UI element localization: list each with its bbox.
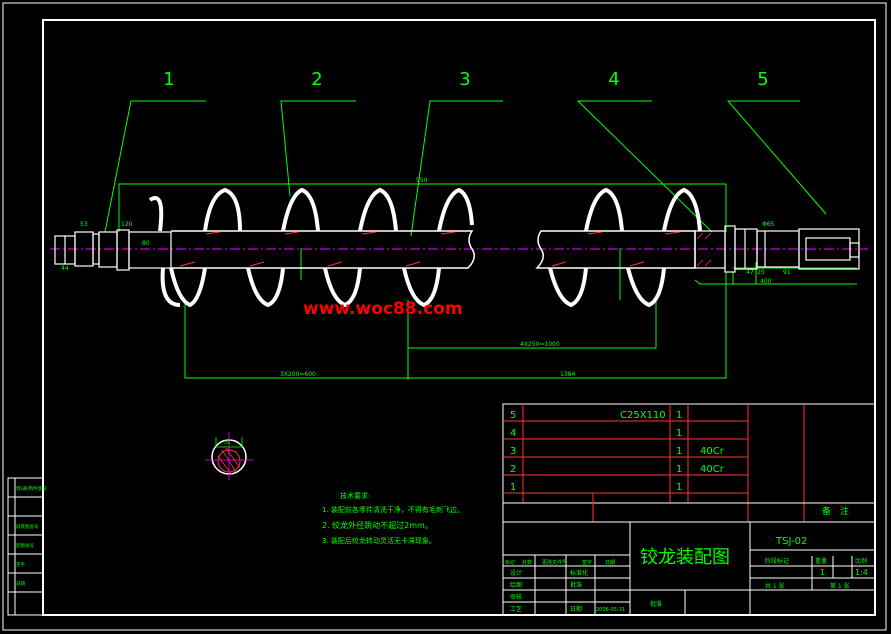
role-review: 审核 [510, 593, 522, 601]
left-strip-table [7, 477, 44, 616]
rev-col-2: 处数 [522, 559, 532, 566]
section-dim: 35 [224, 440, 230, 446]
bom-rows: 5 C25X110 1 4 1 3 1 40Cr 2 1 40Cr 1 1 备 … [510, 410, 849, 517]
role-drawing: 绘图 [510, 581, 522, 589]
role-process: 工艺 [510, 605, 522, 613]
tech-req-title: 技术要求: [340, 491, 370, 500]
std-label: 标准化 [570, 569, 588, 577]
right-end-hatch [696, 232, 712, 267]
balloon-group: 1 2 3 4 5 [104, 69, 827, 237]
title-block-text: TSJ-02 铰龙装配图 阶段标记 重量 比例 1 1:4 共 1 张 第 1 … [505, 536, 868, 613]
bom-no-1: 1 [510, 482, 516, 493]
dim-950: 950 [416, 177, 428, 184]
bom-qty-1: 1 [676, 482, 682, 493]
dim-4x250: 4X250=1000 [520, 341, 560, 348]
bom-table-grid [502, 403, 876, 523]
approve-value: 批准 [650, 600, 662, 608]
screw-tube [171, 230, 696, 269]
left-strip-labels: 借(通)用件登记 旧底图总号 底图总号 签字 日期 [16, 485, 47, 587]
dimension-lines [118, 183, 857, 380]
rev-col-1: 标记 [505, 559, 515, 566]
dim-3x200: 3X200=600 [280, 371, 316, 378]
strip-label-3: 底图总号 [16, 542, 34, 549]
balloon-2: 2 [311, 69, 322, 90]
drawing-frame [42, 19, 876, 616]
leader-5 [726, 100, 827, 215]
dim-120: 120 [121, 221, 133, 228]
strip-label-5: 日期 [16, 581, 25, 587]
rev-col-3: 更改文件号 [542, 559, 567, 566]
screw-flights [148, 187, 702, 308]
bom-qty-5: 1 [676, 410, 682, 421]
dim-25: 25 [757, 269, 765, 276]
role-design: 设计 [510, 569, 522, 577]
bom-no-3: 3 [510, 446, 516, 457]
leader-3 [410, 100, 503, 237]
bom-no-4: 4 [510, 428, 516, 439]
balloon-4: 4 [608, 69, 619, 90]
bom-mat-2: 40Cr [700, 464, 725, 475]
leader-1 [104, 100, 206, 233]
flight-weld-marks [179, 231, 681, 267]
tech-req-item-3: 3. 装配后绞龙转动灵活无卡滞现象。 [322, 536, 436, 545]
qty-value: 1 [820, 568, 825, 577]
date-label: 日期 [570, 605, 582, 613]
title-block-grid [502, 521, 876, 616]
dim-80: 80 [142, 240, 150, 247]
stage-label: 阶段标记 [765, 557, 789, 565]
balloon-3: 3 [459, 69, 470, 90]
bom-code-5: C25X110 [620, 410, 666, 421]
tech-req-item-1: 1. 装配前各零件清洗干净，不得有毛刺飞边。 [322, 505, 464, 514]
dim-91: 91 [783, 269, 791, 276]
bom-qty-4: 1 [676, 428, 682, 439]
rev-col-4: 签字 [582, 559, 592, 566]
weight-label: 重量 [815, 557, 827, 565]
dim-1384: 1384 [560, 371, 575, 378]
balloon-1: 1 [163, 69, 174, 90]
sheets-total: 共 1 张 [765, 582, 785, 590]
leader-2 [280, 100, 356, 197]
left-shaft-end [54, 229, 172, 271]
rev-col-5: 日期 [605, 560, 615, 566]
tech-req-item-2: 2. 绞龙外径跳动不超过2mm。 [322, 520, 433, 530]
bom-remark-label: 备 注 [822, 505, 849, 517]
leader-4 [576, 100, 713, 233]
scale-value: 1:4 [855, 568, 868, 577]
dim-44: 44 [61, 265, 69, 272]
date-value: 2006-05-31 [596, 607, 625, 613]
bom-no-5: 5 [510, 410, 516, 421]
sheet-no: 第 1 张 [830, 582, 850, 590]
drawing-number: TSJ-02 [775, 536, 807, 547]
bom-mat-3: 40Cr [700, 446, 725, 457]
strip-label-2: 旧底图总号 [16, 523, 39, 530]
dimension-texts: 950 4X250=1000 3X200=600 1384 400 25 91 … [61, 177, 791, 378]
scale-label: 比例 [855, 557, 867, 565]
dim-47: 47 [746, 269, 754, 276]
approve-label: 批准 [570, 581, 582, 589]
dim-400: 400 [760, 278, 772, 285]
strip-label-4: 签字 [16, 561, 25, 568]
drawing-title: 铰龙装配图 [640, 547, 730, 568]
strip-label-1: 借(通)用件登记 [16, 485, 47, 492]
right-shaft-end [694, 225, 860, 273]
bom-qty-2: 1 [676, 464, 682, 475]
balloon-5: 5 [757, 69, 768, 90]
cross-section-view: 35 [205, 432, 253, 480]
dim-53: 53 [80, 221, 88, 228]
watermark: www.woc88.com [303, 299, 463, 319]
bom-qty-3: 1 [676, 446, 682, 457]
dim-phi65: Φ65 [762, 221, 775, 228]
bom-no-2: 2 [510, 464, 516, 475]
technical-requirements: 技术要求: 1. 装配前各零件清洗干净，不得有毛刺飞边。 2. 绞龙外径跳动不超… [322, 491, 464, 545]
